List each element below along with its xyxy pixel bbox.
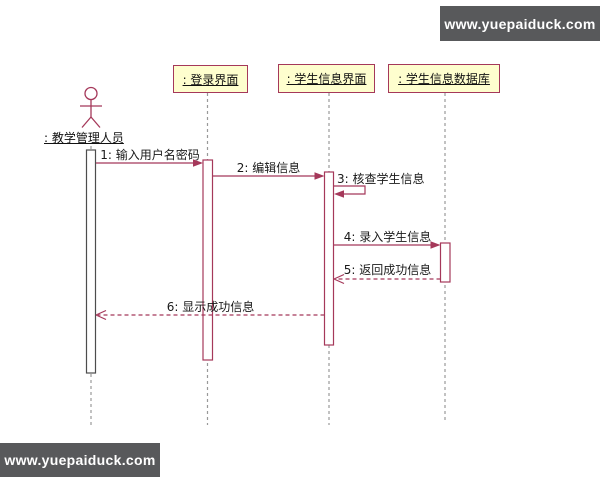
message-6-arrowhead <box>95 314 107 321</box>
message-2-label: 2: 编辑信息 <box>236 161 301 175</box>
message-5-arrowhead <box>333 278 345 285</box>
message-5-arrowhead <box>333 273 345 280</box>
message-5-label: 5: 返回成功信息 <box>343 263 432 277</box>
lifeline-head-database-label: : 学生信息数据库 <box>398 72 490 86</box>
lifeline-head-student-ui[interactable]: : 学生信息界面 <box>278 64 375 93</box>
message-2-arrowhead <box>314 172 325 180</box>
lifeline-head-database[interactable]: : 学生信息数据库 <box>388 64 500 93</box>
actor-icon <box>80 86 102 128</box>
lifeline-head-login-label: : 登录界面 <box>182 72 239 87</box>
message-4-label: 4: 录入学生信息 <box>343 230 432 244</box>
message-4-arrowhead <box>430 241 441 249</box>
watermark-top: www.yuepaiduck.com <box>440 6 600 41</box>
watermark-bottom: www.yuepaiduck.com <box>0 443 160 477</box>
lifeline-head-student-ui-label: : 学生信息界面 <box>286 72 367 86</box>
message-1-arrowhead <box>193 159 203 167</box>
message-6-label: 6: 显示成功信息 <box>166 300 255 314</box>
message-3-label: 3: 核查学生信息 <box>337 172 425 186</box>
activation-actor <box>85 149 97 374</box>
message-6-arrowhead <box>95 309 107 316</box>
message-3-self-loop <box>334 185 366 195</box>
activation-login <box>202 159 214 361</box>
message-1-label: 1: 输入用户名密码 <box>100 148 200 162</box>
message-3-arrowhead <box>334 190 344 198</box>
activation-database <box>439 242 451 283</box>
actor-label: : 教学管理人员 <box>44 131 124 145</box>
lifeline-head-login[interactable]: : 登录界面 <box>173 65 248 93</box>
activation-student-ui <box>323 171 335 346</box>
